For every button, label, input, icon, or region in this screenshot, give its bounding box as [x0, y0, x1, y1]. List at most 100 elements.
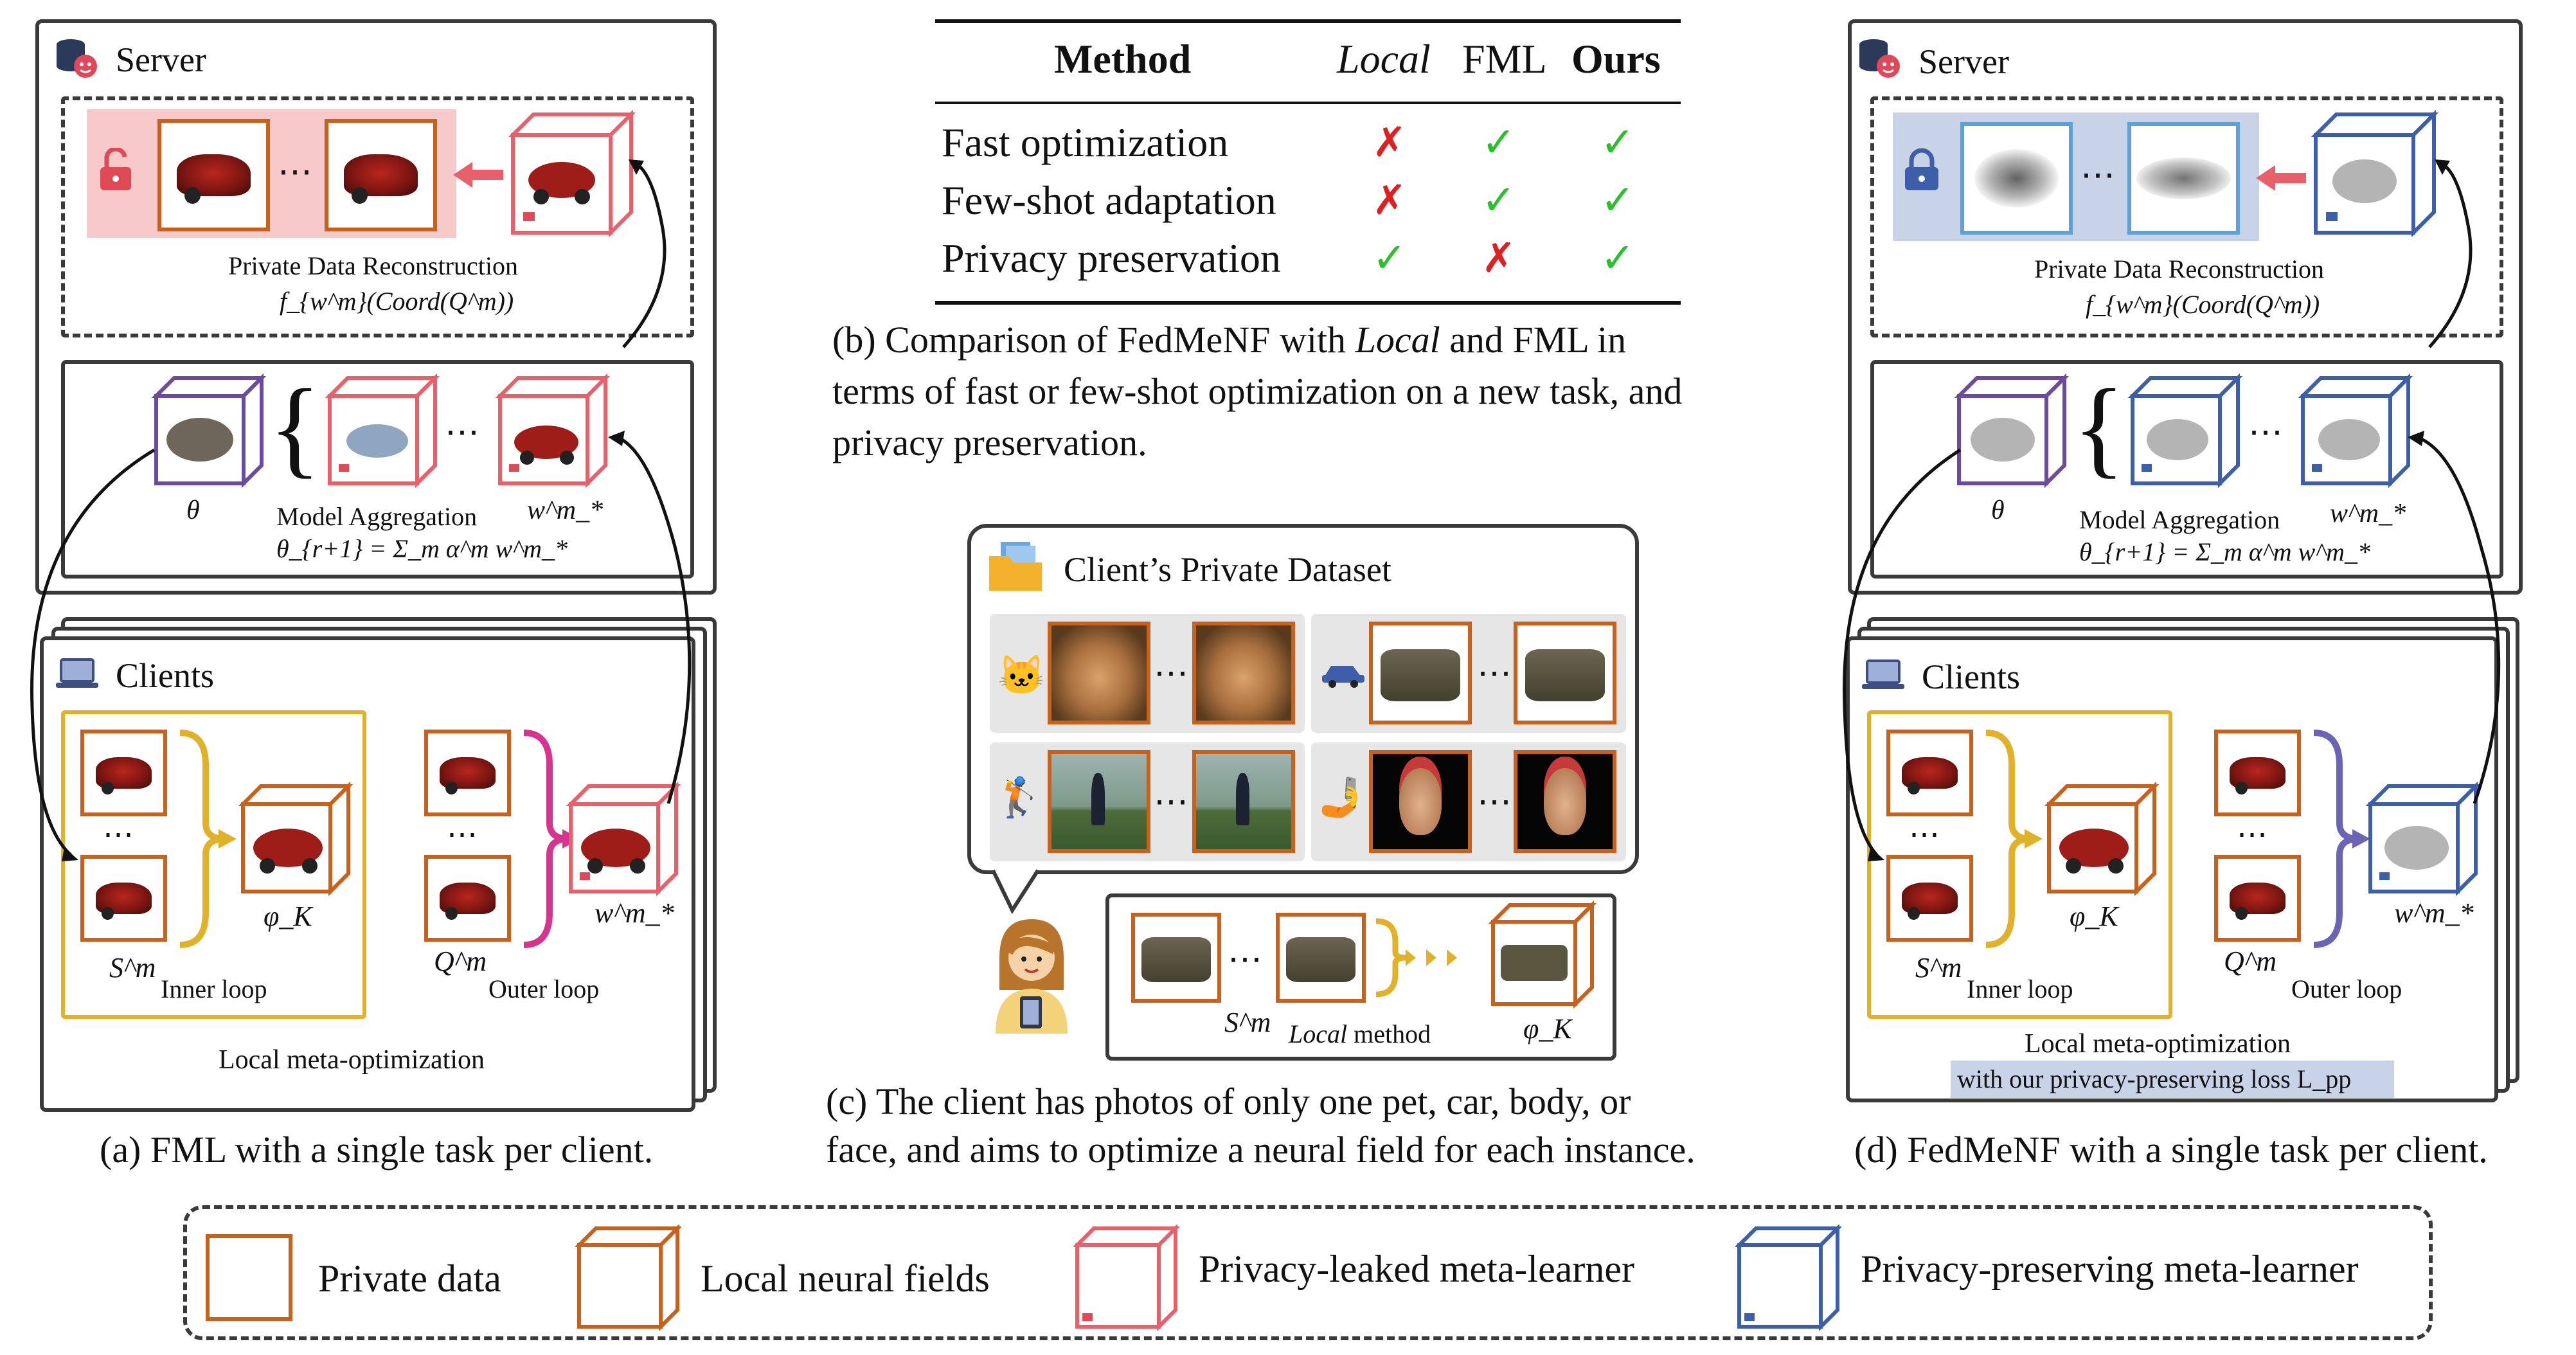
table-head-ours: Ours: [1571, 36, 1661, 82]
table-row-label: Few-shot adaptation: [942, 177, 1276, 223]
phi-label: φ_K: [1523, 1013, 1572, 1045]
table-head-method: Method: [1054, 36, 1192, 82]
q-label: Q^m: [434, 946, 487, 977]
leaked-cube: [508, 109, 636, 241]
inner-brace-arrow: [1980, 726, 2044, 955]
unlock-icon: [96, 147, 138, 196]
face-image-2: [1514, 750, 1616, 853]
phi-label: φ_K: [2070, 901, 2118, 932]
s-label: S^m: [109, 952, 156, 983]
table-row-label: Fast optimization: [942, 120, 1229, 165]
inner-loop-label: Inner loop: [161, 974, 267, 1003]
face-image-1: [1369, 750, 1472, 853]
q-label: Q^m: [2224, 946, 2277, 977]
inner-loop-label: Inner loop: [1967, 974, 2073, 1003]
cat-image-1: [1048, 622, 1150, 724]
cat-image-2: [1192, 622, 1295, 724]
support-image-1: [80, 730, 167, 816]
table-head-local: Local: [1337, 36, 1431, 82]
dataset-title: Client’s Private Dataset: [1064, 550, 1391, 589]
outer-brace-arrow: [2307, 726, 2372, 955]
reconstruction-box: [61, 96, 694, 337]
recon-formula: f_{w^m}(Coord(Q^m)): [2086, 290, 2320, 319]
panel-a-arrows: [30, 159, 692, 861]
table-row-label: Privacy preservation: [942, 235, 1281, 281]
recon-image-2: [2127, 122, 2240, 235]
theta-cube: [151, 373, 267, 492]
theta-cube: [1954, 373, 2070, 492]
clients-label: Clients: [116, 656, 215, 695]
s-label: S^m: [1915, 952, 1962, 983]
legend-preserving-swatch: [1734, 1223, 1843, 1334]
table-bottom-rule: [935, 301, 1681, 305]
table-top-rule: [935, 19, 1681, 23]
legend-leaked: Privacy-leaked meta-learner: [1199, 1248, 1634, 1290]
server-icon: [1857, 35, 1902, 84]
laptop-icon: [55, 656, 100, 695]
agg-label: Model Aggregation: [276, 502, 478, 531]
phi-cube: [238, 781, 353, 900]
legend-local-nf: Local neural fields: [701, 1257, 990, 1300]
ellipsis: ⋯: [1477, 782, 1512, 821]
caption-b-line3: privacy preservation.: [832, 422, 1147, 463]
pp-loss-label: with our privacy-preserving loss L_pp: [1957, 1064, 2352, 1093]
ellipsis-vertical: ⋯: [2237, 818, 2267, 852]
local-method-label: Local method: [1289, 1019, 1431, 1048]
check-icon: ✓: [1600, 177, 1635, 223]
ellipsis: ⋯: [1477, 654, 1512, 692]
car-image-1: [1369, 622, 1472, 724]
golf-image-1: [1048, 750, 1150, 853]
legend-private-data: Private data: [318, 1257, 501, 1300]
w-label: w^m_*: [527, 496, 604, 525]
inner-brace-arrow: [174, 726, 238, 955]
brace: {: [2073, 367, 2125, 488]
agg-cube-1: [325, 373, 440, 492]
check-icon: ✓: [1481, 120, 1516, 165]
ellipsis-vertical: ⋯: [1909, 818, 1940, 852]
laptop-icon: [1861, 657, 1906, 696]
w2-label: w^m_*: [595, 897, 674, 929]
outer-loop-label: Outer loop: [488, 974, 600, 1003]
arrow-left-icon: [453, 161, 505, 192]
support-image-1: [1886, 730, 1973, 816]
ellipsis: ⋯: [1154, 782, 1188, 821]
arrow-left-icon: [2256, 164, 2307, 195]
agg-formula: θ_{r+1} = Σ_m α^m w^m_*: [276, 534, 568, 563]
ellipsis-vertical: ⋯: [103, 818, 134, 852]
check-icon: ✓: [1372, 235, 1407, 281]
cross-icon: ✗: [1481, 235, 1516, 281]
preserving-cube: [2311, 109, 2439, 241]
query-image-2: [2214, 855, 2301, 942]
recon-image-2: [325, 119, 437, 231]
caption-b-line1: (b) Comparison of FedMeNF with Local and…: [832, 319, 1627, 361]
ellipsis: ⋯: [445, 413, 479, 451]
s-label: S^m: [1224, 1007, 1271, 1038]
folder-icon: [987, 537, 1044, 598]
phi-cube: [2044, 781, 2160, 900]
legend-local-nf-swatch: [574, 1223, 683, 1334]
ellipsis: ⋯: [1154, 654, 1188, 692]
cross-icon: ✗: [1372, 177, 1407, 223]
cross-icon: ✗: [1372, 120, 1407, 165]
ellipsis: ⋯: [1228, 940, 1262, 978]
reconstruction-box: [1870, 96, 2503, 337]
cat-icon: 🐱: [997, 654, 1046, 697]
recon-formula: f_{w^m}(Coord(Q^m)): [280, 287, 514, 316]
check-icon: ✓: [1600, 235, 1635, 281]
car-icon: [1321, 662, 1366, 691]
bubble-tail: [991, 869, 1040, 914]
brace: {: [269, 367, 321, 488]
local-meta-label: Local meta-optimization: [219, 1045, 485, 1075]
ellipsis: ⋯: [2248, 413, 2283, 451]
phi-label: φ_K: [264, 901, 312, 932]
server-icon: [55, 35, 100, 80]
caption-b-line2: terms of fast or few-shot optimization o…: [832, 370, 1683, 412]
legend: [183, 1205, 2433, 1340]
check-icon: ✓: [1481, 177, 1516, 223]
caption-a: (a) FML with a single task per client.: [100, 1129, 654, 1171]
recon-image-1: [1960, 122, 2073, 235]
server-label: Server: [1919, 42, 2009, 81]
legend-leaked-swatch: [1072, 1223, 1181, 1334]
table-mid-rule: [935, 102, 1681, 104]
local-phi-cube: [1488, 900, 1597, 1012]
